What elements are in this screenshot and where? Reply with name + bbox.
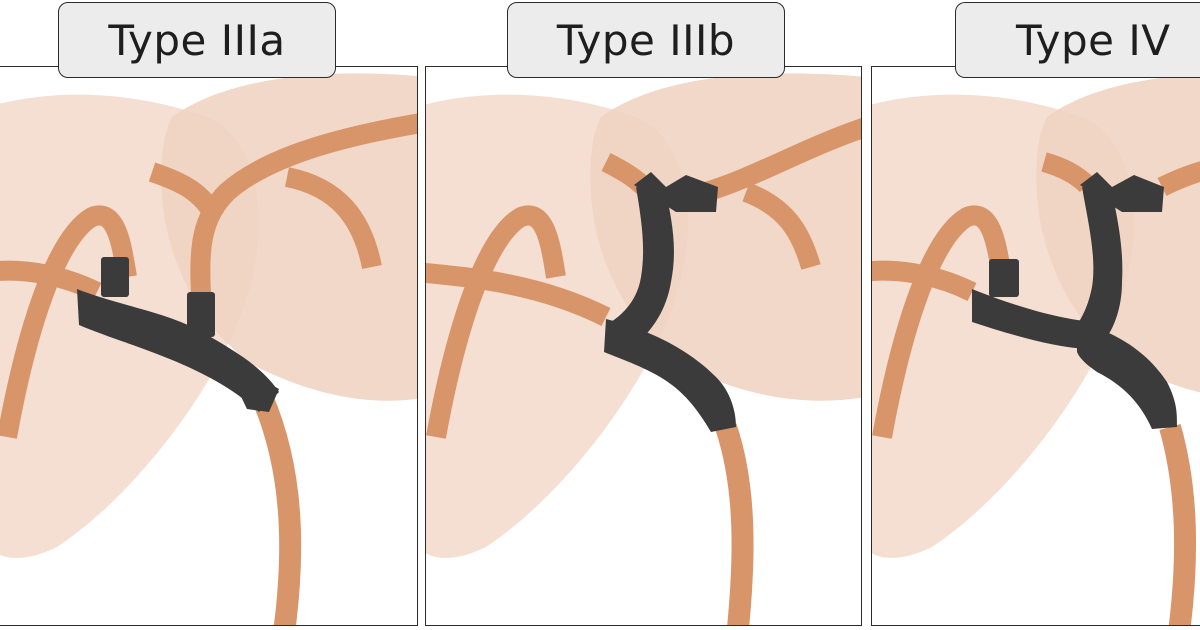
right-duct-downward-branch — [284, 167, 382, 270]
diagram-type-iv — [872, 74, 1200, 625]
panel-label-type-iiib: Type IIIb — [507, 2, 785, 78]
left-hepatic-duct-branch — [0, 205, 137, 439]
tumor-type-iiib — [604, 172, 736, 432]
left-hepatic-duct-branch — [426, 205, 566, 439]
right-anterior-duct — [703, 118, 861, 202]
left-hepatic-duct-branch — [872, 205, 1012, 439]
left-hepatic-duct-lateral — [872, 260, 977, 302]
right-duct-downward-branch — [742, 182, 821, 270]
right-posterior-duct — [148, 162, 224, 222]
right-anterior-duct — [1157, 161, 1200, 196]
panel-type-iv — [871, 66, 1200, 626]
panel-type-iiib — [425, 66, 862, 626]
panel-type-iiia — [0, 66, 418, 626]
panel-label-type-iv: Type IV — [955, 2, 1200, 78]
diagram-type-iiib — [426, 73, 861, 625]
common-bile-duct — [251, 392, 302, 625]
left-hepatic-duct-lateral — [426, 262, 611, 326]
common-bile-duct — [1159, 424, 1197, 625]
left-hepatic-duct-lateral — [0, 260, 102, 302]
panel-label-type-iiia: Type IIIa — [58, 2, 336, 78]
right-anterior-duct — [190, 113, 417, 308]
tumor-type-iv — [972, 172, 1177, 429]
liver-right-lobe — [161, 73, 417, 401]
common-bile-duct — [715, 423, 754, 625]
tumor-type-iiia — [77, 257, 279, 412]
diagram-type-iiia — [0, 73, 417, 625]
